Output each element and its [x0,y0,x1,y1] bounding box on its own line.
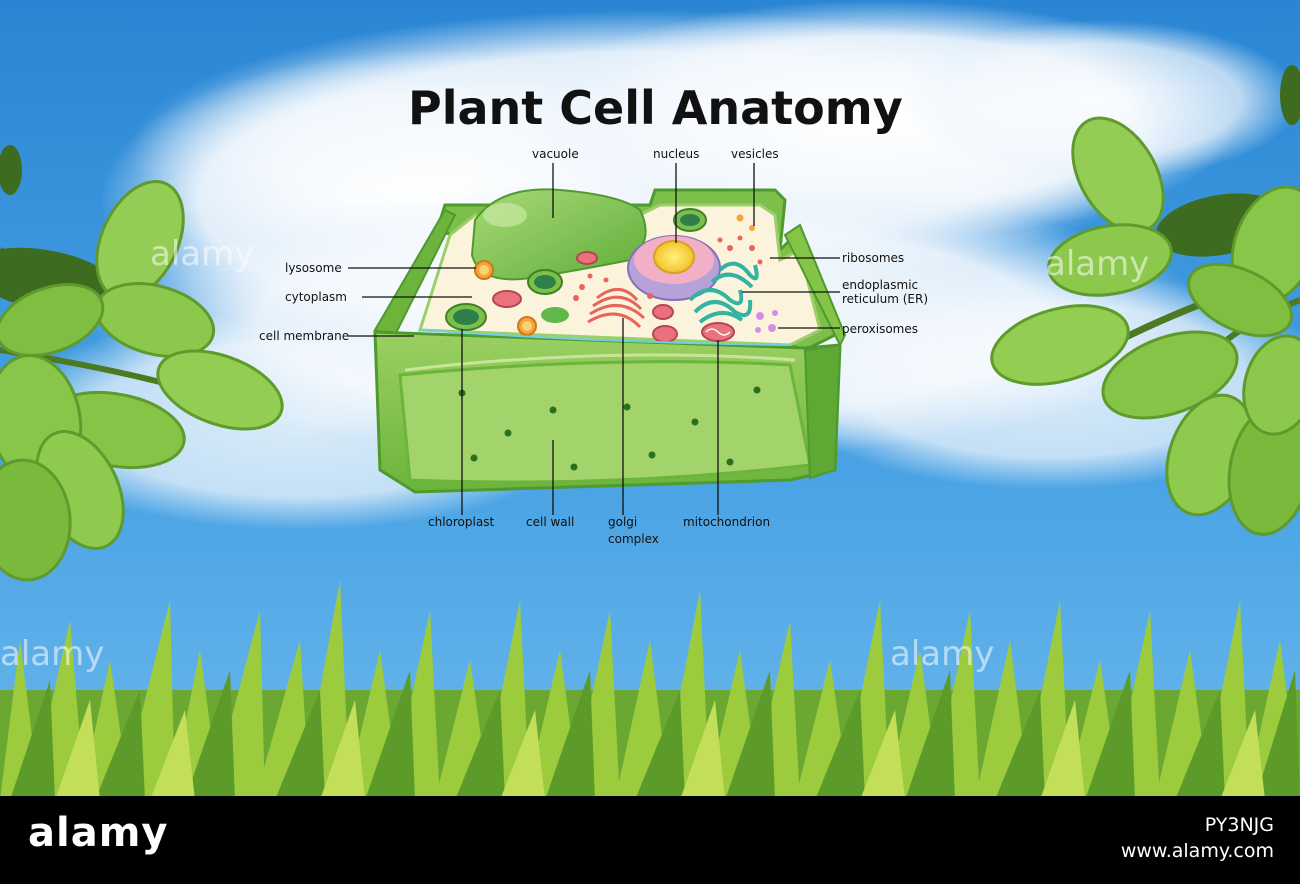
label-cytoplasm: cytoplasm [285,290,347,304]
image-id: PY3NJG [1204,814,1274,836]
svg-text:alamy: alamy [150,234,254,274]
label-ribosomes: ribosomes [842,251,904,265]
label-peroxisomes: peroxisomes [842,322,918,336]
plant-cell [373,188,847,494]
footer-url[interactable]: www.alamy.com [1120,840,1274,862]
label-vacuole: vacuole [532,147,579,161]
left-leaves [0,145,284,582]
grass [0,580,1300,800]
alamy-logo: alamy [28,810,169,856]
label-nucleus: nucleus [653,147,699,161]
label-chloroplast: chloroplast [428,515,494,529]
label-vesicles: vesicles [731,147,779,161]
label-cell-wall: cell wall [526,515,574,529]
svg-text:alamy: alamy [0,634,104,674]
right-leaves [990,65,1300,536]
image-info: PY3NJG www.alamy.com [1121,812,1274,864]
label-er-line2: reticulum (ER) [842,292,928,306]
stock-footer: alamy PY3NJG www.alamy.com [0,796,1300,884]
svg-text:alamy: alamy [890,634,994,674]
label-mitochondrion: mitochondrion [683,515,770,529]
label-cell-membrane: cell membrane [259,329,349,343]
label-golgi-line1: golgi [608,515,637,529]
label-golgi-line2: complex [608,532,659,546]
label-lysosome: lysosome [285,261,342,275]
diagram-title: Plant Cell Anatomy [408,81,903,135]
golgi-shape [587,288,646,329]
label-er-line1: endoplasmic [842,278,918,292]
labels: vacuole nucleus vesicles ribosomes endop… [259,147,928,546]
leader-lines [348,163,840,515]
er-shape [688,261,759,324]
svg-text:alamy: alamy [1045,244,1149,284]
